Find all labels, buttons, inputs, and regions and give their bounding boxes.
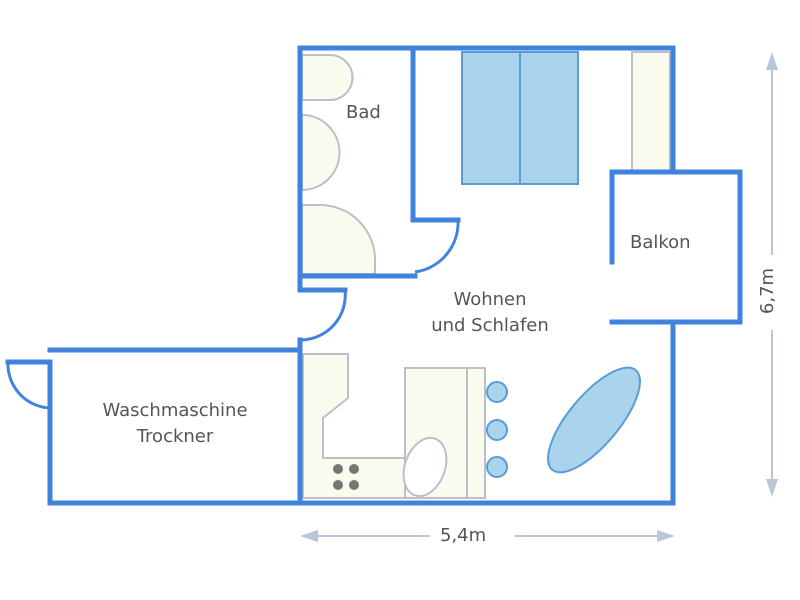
- wardrobe: [631, 51, 671, 173]
- room-label-waschmaschine: Waschmaschine Trockner: [70, 398, 280, 450]
- room-label-wohnen-line2: und Schlafen: [431, 315, 549, 336]
- room-label-wohnen: Wohnen und Schlafen: [400, 287, 580, 339]
- sink: [301, 113, 341, 192]
- height-dimension-arrow: [766, 52, 778, 497]
- bed-right: [519, 51, 579, 185]
- stool: [486, 381, 508, 403]
- room-label-balkon: Balkon: [630, 232, 691, 253]
- room-label-wasch-line2: Trockner: [136, 426, 214, 447]
- wasch-door[interactable]: [6, 361, 51, 410]
- stool: [486, 419, 508, 441]
- walls: [5, 45, 743, 506]
- bed-left: [461, 51, 521, 185]
- toilet: [301, 54, 354, 101]
- width-dimension-arrow: [300, 530, 675, 542]
- stove-icon: [333, 464, 359, 490]
- entry-door[interactable]: [299, 289, 347, 342]
- stool: [486, 456, 508, 478]
- bar-counter: [466, 367, 486, 499]
- sofa: [547, 366, 641, 474]
- width-label: 5,4m: [440, 525, 487, 546]
- kitchen-sink: [402, 436, 448, 498]
- room-label-bad: Bad: [346, 102, 381, 123]
- bad-door[interactable]: [414, 219, 460, 274]
- height-label: 6,7m: [757, 267, 779, 315]
- kitchen-counter: [302, 353, 406, 499]
- shower: [301, 204, 376, 275]
- room-label-wasch-line1: Waschmaschine: [102, 400, 248, 421]
- room-label-wohnen-line1: Wohnen: [453, 289, 527, 310]
